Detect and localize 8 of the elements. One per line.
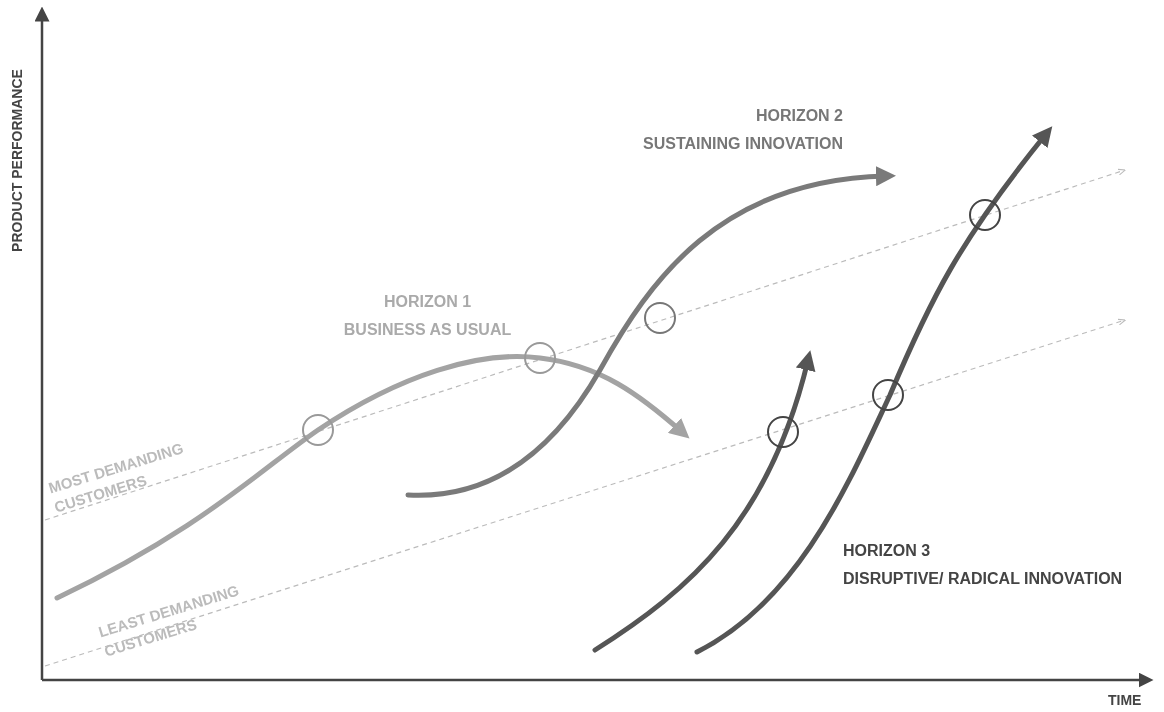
chart-label: HORIZON 3 [843,541,932,561]
chart-label: TIME [1108,691,1143,710]
chart-label: PRODUCT PERFORMANCE [7,68,26,254]
chart-label: HORIZON 1 [382,292,473,312]
chart-label: BUSINESS AS USUAL [342,320,513,340]
chart-label: DISRUPTIVE/ RADICAL INNOVATION [843,569,1124,589]
chart-label: HORIZON 2 [754,106,843,126]
chart-label: SUSTAINING INNOVATION [642,134,843,154]
